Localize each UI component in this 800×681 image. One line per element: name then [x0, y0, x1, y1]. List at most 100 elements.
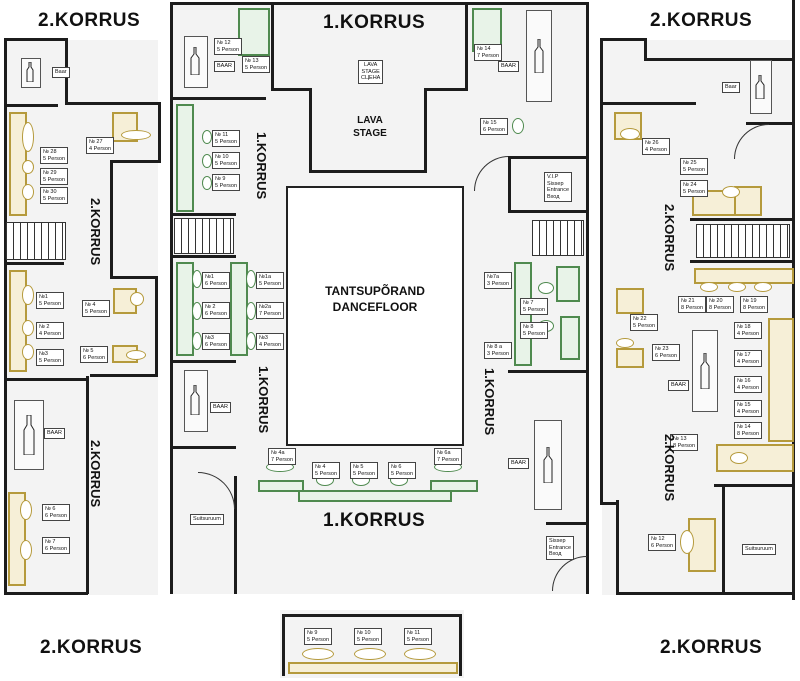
sofa[interactable] — [238, 8, 270, 56]
table[interactable] — [22, 184, 34, 200]
sofa[interactable] — [616, 348, 644, 368]
table[interactable] — [192, 270, 202, 288]
sofa[interactable] — [288, 662, 458, 674]
sofa[interactable] — [176, 104, 194, 212]
table[interactable] — [20, 500, 32, 520]
table[interactable] — [22, 122, 34, 152]
table[interactable] — [538, 282, 554, 294]
table[interactable] — [354, 648, 386, 660]
table[interactable] — [20, 540, 32, 560]
table[interactable] — [404, 648, 436, 660]
table[interactable] — [192, 332, 202, 350]
table[interactable] — [202, 154, 212, 168]
table[interactable] — [754, 282, 772, 292]
table[interactable] — [730, 452, 748, 464]
table[interactable] — [22, 320, 34, 336]
table[interactable] — [616, 338, 634, 348]
table[interactable] — [246, 332, 256, 350]
table[interactable] — [202, 130, 212, 144]
table[interactable] — [620, 128, 640, 140]
table[interactable] — [22, 344, 34, 360]
table[interactable] — [728, 282, 746, 292]
table[interactable] — [130, 292, 144, 306]
sofa[interactable] — [556, 266, 580, 302]
table[interactable] — [680, 530, 694, 554]
table[interactable] — [22, 285, 34, 305]
table[interactable] — [700, 282, 718, 292]
table[interactable] — [246, 270, 256, 288]
wall — [309, 88, 312, 172]
sofa[interactable] — [616, 288, 644, 314]
sofa[interactable] — [258, 480, 304, 492]
table[interactable] — [121, 130, 151, 140]
table[interactable] — [192, 302, 202, 320]
wall — [170, 360, 236, 363]
table[interactable] — [302, 648, 334, 660]
sofa[interactable] — [560, 316, 580, 360]
table[interactable] — [126, 350, 146, 360]
sofa[interactable] — [430, 480, 478, 492]
sofa[interactable] — [768, 318, 794, 442]
sofa[interactable] — [716, 444, 794, 472]
table[interactable] — [722, 186, 740, 198]
sofa[interactable] — [688, 518, 716, 572]
sofa[interactable] — [298, 490, 452, 502]
left-vert-label-1: 2.KORRUS — [88, 198, 103, 266]
table[interactable] — [202, 176, 212, 190]
table[interactable] — [246, 302, 256, 320]
table[interactable] — [22, 160, 34, 174]
table[interactable] — [512, 118, 524, 134]
